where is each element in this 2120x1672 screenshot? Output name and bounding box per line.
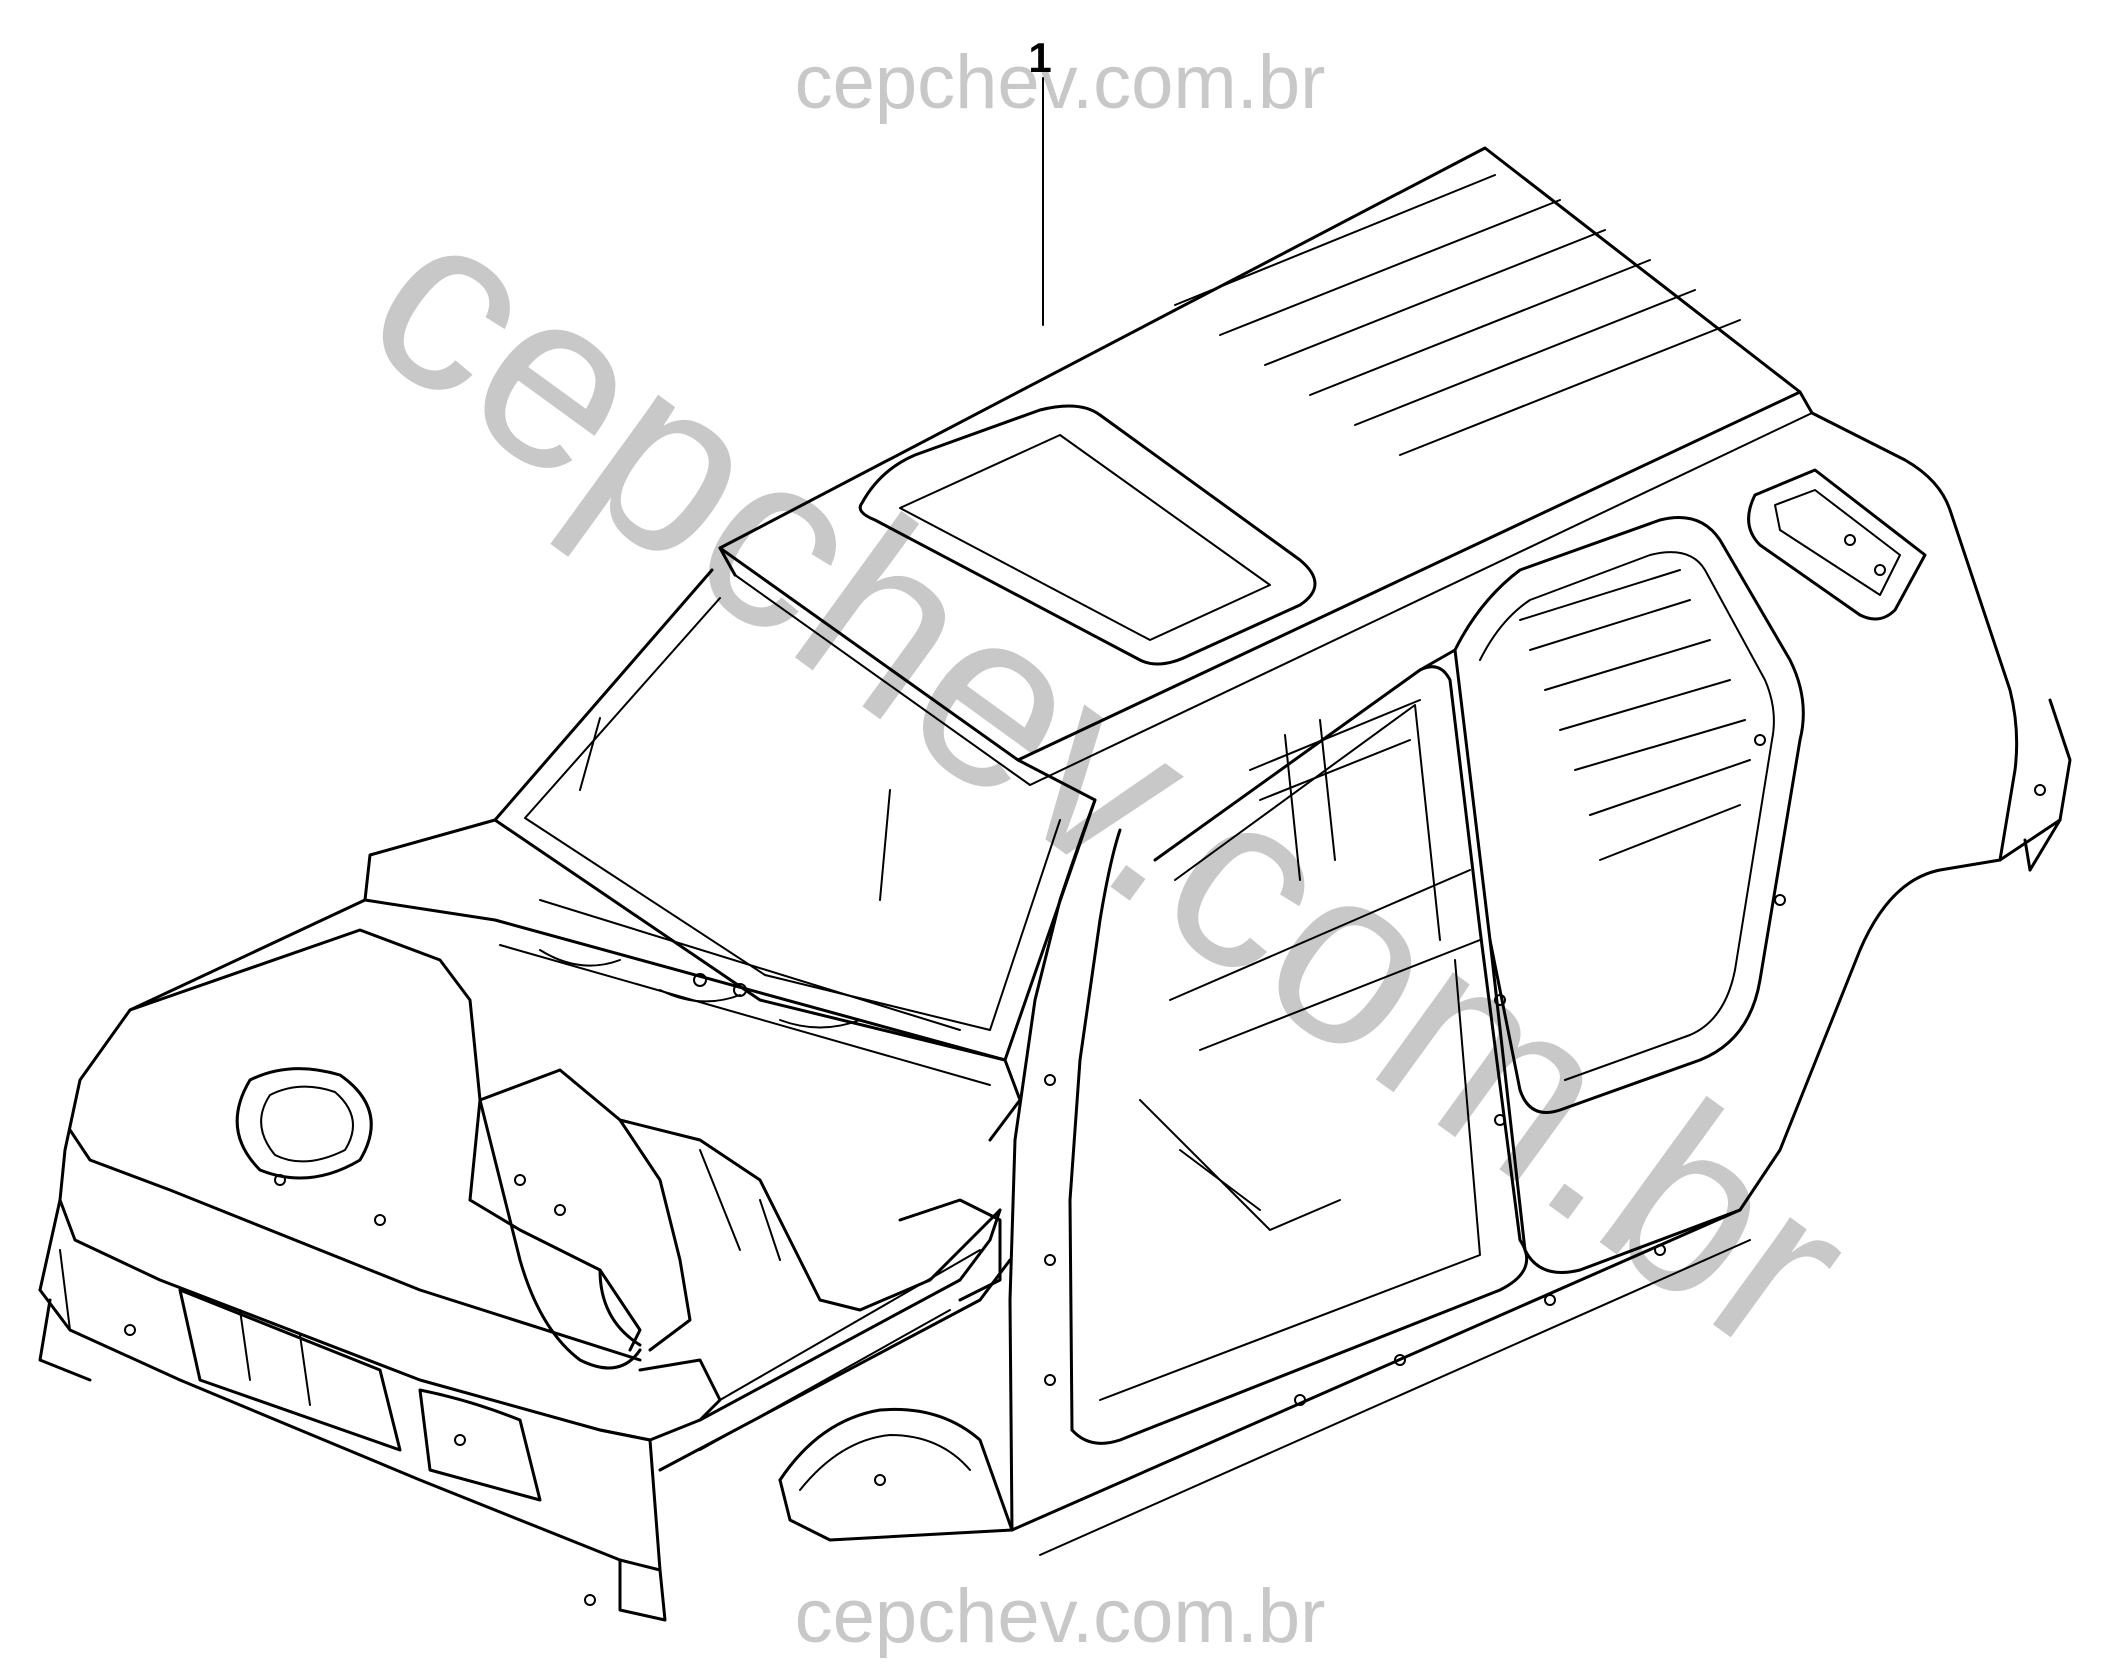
- radiator-support: [38, 1128, 667, 1622]
- engine-bay: [58, 818, 1022, 1370]
- floor-pan: [1139, 569, 1751, 1231]
- callout-number-1: 1: [1028, 34, 1051, 81]
- front-wheel-apron: [778, 1407, 1014, 1542]
- watermark-top: cepchev.com.br: [795, 40, 1326, 125]
- windshield-frame: [493, 568, 1097, 1062]
- sunroof-opening: [858, 404, 1317, 666]
- front-frame-rail: [638, 1198, 1012, 1472]
- bolt-holes: [124, 534, 2046, 1606]
- rear-door-opening: [1418, 516, 1805, 1274]
- roof-panel: [718, 146, 1814, 786]
- watermark-bottom: cepchev.com.br: [795, 1574, 1326, 1659]
- rear-quarter-panel: [1010, 411, 2072, 1556]
